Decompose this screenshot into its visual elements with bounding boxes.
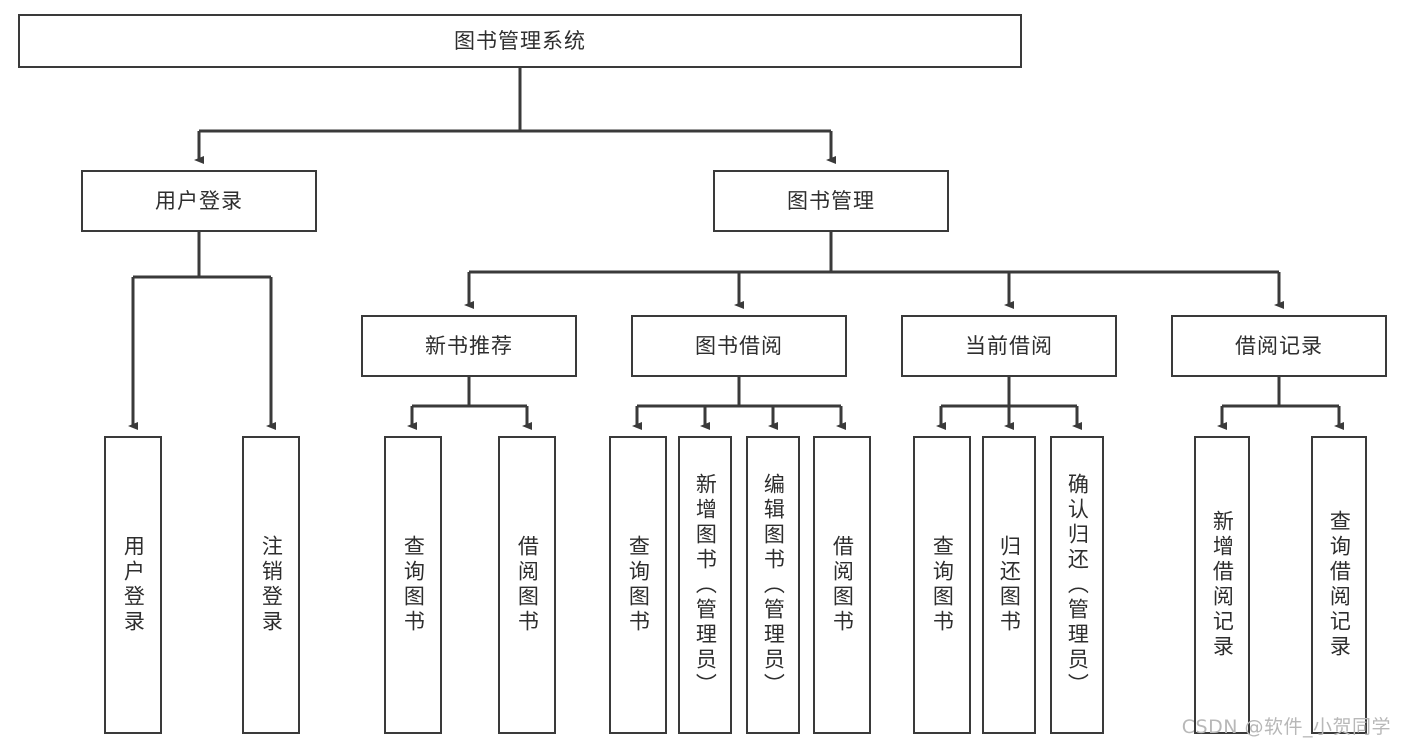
node-label: 借阅记录 — [1235, 333, 1323, 358]
node-label: 查询图书 — [626, 535, 651, 635]
node-label: 新增图书（管理员） — [693, 472, 718, 698]
node-label: 确认归还（管理员） — [1065, 472, 1090, 698]
node-user-login[interactable]: 用户登录 — [81, 170, 317, 232]
node-label: 新增借阅记录 — [1210, 510, 1235, 660]
leaf-query-borrow-record[interactable]: 查询借阅记录 — [1311, 436, 1367, 734]
leaf-query-book-borrow[interactable]: 查询图书 — [609, 436, 667, 734]
node-label: 归还图书 — [997, 535, 1022, 635]
leaf-borrow-book[interactable]: 借阅图书 — [813, 436, 871, 734]
node-root-system[interactable]: 图书管理系统 — [18, 14, 1022, 68]
leaf-user-login[interactable]: 用户登录 — [104, 436, 162, 734]
node-label: 用户登录 — [155, 188, 243, 213]
leaf-borrow-book-recommend[interactable]: 借阅图书 — [498, 436, 556, 734]
leaf-logout-login[interactable]: 注销登录 — [242, 436, 300, 734]
node-book-management[interactable]: 图书管理 — [713, 170, 949, 232]
node-label: 查询图书 — [401, 535, 426, 635]
node-label: 查询借阅记录 — [1327, 510, 1352, 660]
node-label: 注销登录 — [259, 535, 284, 635]
leaf-add-book-admin[interactable]: 新增图书（管理员） — [678, 436, 732, 734]
node-label: 用户登录 — [121, 535, 146, 635]
node-label: 图书借阅 — [695, 333, 783, 358]
node-label: 图书管理 — [787, 188, 875, 213]
leaf-query-book-recommend[interactable]: 查询图书 — [384, 436, 442, 734]
node-label: 借阅图书 — [830, 535, 855, 635]
node-borrow-record[interactable]: 借阅记录 — [1171, 315, 1387, 377]
leaf-edit-book-admin[interactable]: 编辑图书（管理员） — [746, 436, 800, 734]
node-current-borrow[interactable]: 当前借阅 — [901, 315, 1117, 377]
node-label: 图书管理系统 — [454, 28, 586, 53]
node-new-book-recommend[interactable]: 新书推荐 — [361, 315, 577, 377]
node-book-borrow[interactable]: 图书借阅 — [631, 315, 847, 377]
leaf-add-borrow-record[interactable]: 新增借阅记录 — [1194, 436, 1250, 734]
node-label: 编辑图书（管理员） — [761, 472, 786, 698]
node-label: 新书推荐 — [425, 333, 513, 358]
leaf-confirm-return-admin[interactable]: 确认归还（管理员） — [1050, 436, 1104, 734]
node-label: 查询图书 — [930, 535, 955, 635]
node-label: 借阅图书 — [515, 535, 540, 635]
leaf-return-book[interactable]: 归还图书 — [982, 436, 1036, 734]
node-label: 当前借阅 — [965, 333, 1053, 358]
csdn-watermark: CSDN @软件_小贺同学 — [1181, 716, 1391, 738]
leaf-query-book-current[interactable]: 查询图书 — [913, 436, 971, 734]
